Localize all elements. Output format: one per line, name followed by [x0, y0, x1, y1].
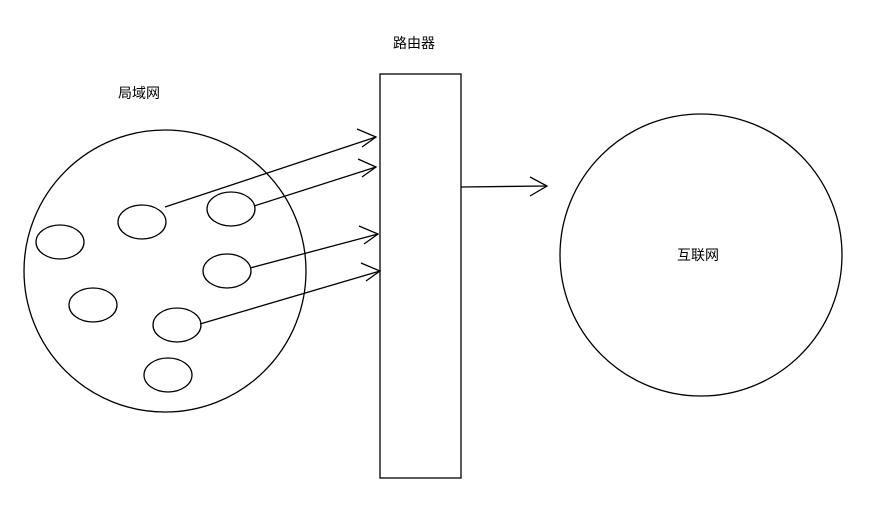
lan-device-1 [35, 224, 85, 260]
lan-label: 局域网 [118, 86, 160, 102]
lan-device-3 [206, 191, 256, 227]
internet-label: 互联网 [677, 248, 719, 264]
router-label: 路由器 [393, 36, 435, 52]
internet-circle [559, 113, 843, 397]
arrow-device2-router [164, 128, 378, 208]
arrow-device3-router [253, 158, 378, 207]
arrow-device4-router [249, 225, 380, 269]
lan-device-2 [117, 204, 167, 240]
arrow-device6-router [199, 262, 382, 325]
lan-group [23, 129, 307, 413]
lan-to-router-arrows [164, 128, 382, 325]
router-box [379, 73, 462, 479]
lan-device-7 [143, 357, 193, 393]
lan-device-5 [68, 287, 118, 323]
lan-device-6 [152, 307, 202, 343]
arrow-router-internet [460, 176, 549, 197]
lan-device-4 [202, 253, 252, 289]
